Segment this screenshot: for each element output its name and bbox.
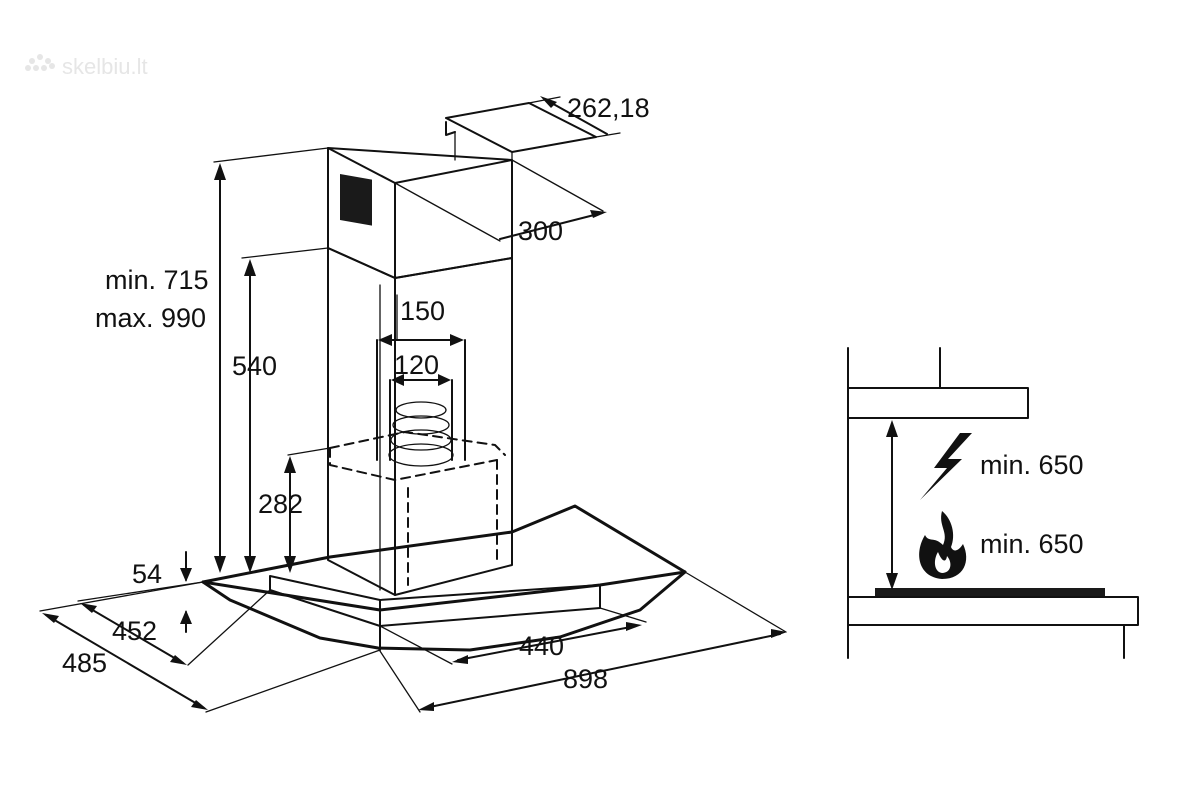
watermark-text: skelbiu.lt	[62, 54, 148, 79]
dim-chimney-min-label: min. 715	[105, 265, 209, 295]
electric-clearance-label: min. 650	[980, 450, 1084, 480]
dim-chimney-width: 262,18	[528, 93, 650, 138]
hood-outline	[847, 387, 1029, 419]
electric-icon	[920, 433, 972, 500]
dim-depth-outer-label: 485	[62, 648, 107, 678]
dim-width-inner-label: 440	[519, 631, 564, 661]
dim-glass-thickness: 54	[132, 551, 192, 633]
dim-width-outer: 898	[377, 571, 787, 713]
dim-duct: 150 120	[378, 294, 464, 386]
dim-duct-inner-label: 120	[394, 350, 439, 380]
upper-chimney	[327, 102, 597, 279]
dim-chimney-total: min. 715 max. 990	[95, 147, 329, 573]
watermark: skelbiu.lt	[25, 54, 148, 79]
dim-lower-height-label: 540	[232, 351, 277, 381]
dim-chimney-depth: 300	[394, 159, 607, 246]
dim-chimney-max-label: max. 990	[95, 303, 206, 333]
dim-duct-outer-label: 150	[400, 296, 445, 326]
flame-icon	[919, 511, 967, 579]
flame-inner-icon	[934, 552, 951, 573]
installation-diagram: min. 650 min. 650	[847, 347, 1139, 659]
dim-chimney-depth-label: 300	[518, 216, 563, 246]
vent-grille	[340, 173, 372, 226]
dim-motor-height: 282	[258, 447, 331, 573]
glass-canopy	[201, 504, 687, 652]
cooktop-outline	[847, 596, 1139, 626]
dim-width-outer-label: 898	[563, 664, 608, 694]
dim-depth-outer: 485	[39, 581, 381, 713]
motor-housing	[329, 431, 506, 586]
gas-clearance-label: min. 650	[980, 529, 1084, 559]
dim-chimney-width-label: 262,18	[567, 93, 650, 123]
dim-glass-thickness-label: 54	[132, 559, 162, 589]
dim-motor-height-label: 282	[258, 489, 303, 519]
cooktop-surface	[875, 588, 1105, 596]
dim-lower-height: 540	[232, 247, 329, 573]
dim-depth-inner: 452	[77, 581, 271, 666]
hood-drawing: 262,18 300 min. 715 max. 990 540	[39, 93, 787, 713]
dim-depth-inner-label: 452	[112, 616, 157, 646]
watermark-logo-icon	[25, 54, 55, 71]
dim-width-inner: 440	[379, 607, 647, 665]
